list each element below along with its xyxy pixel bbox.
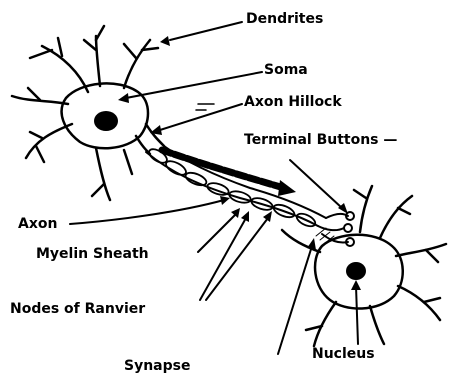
nucleus-label: Nucleus: [312, 346, 375, 362]
left-nucleus-shape: [94, 111, 118, 131]
terminal-buttons-label: Terminal Buttons —: [244, 132, 397, 148]
axon-hillock-label: Axon Hillock: [244, 94, 342, 110]
myelin-sheath-segments: [147, 146, 317, 228]
myelin-sheath-label: Myelin Sheath: [36, 246, 149, 262]
dendrites-label: Dendrites: [246, 11, 323, 27]
signal-direction-arrow: [162, 150, 296, 196]
left-dendrites: [12, 26, 158, 200]
soma-label: Soma: [264, 62, 308, 78]
right-nucleus-shape: [346, 262, 366, 280]
synapse-label: Synapse: [124, 358, 190, 374]
nodes-of-ranvier-label: Nodes of Ranvier: [10, 301, 145, 317]
axon-label: Axon: [18, 216, 57, 232]
